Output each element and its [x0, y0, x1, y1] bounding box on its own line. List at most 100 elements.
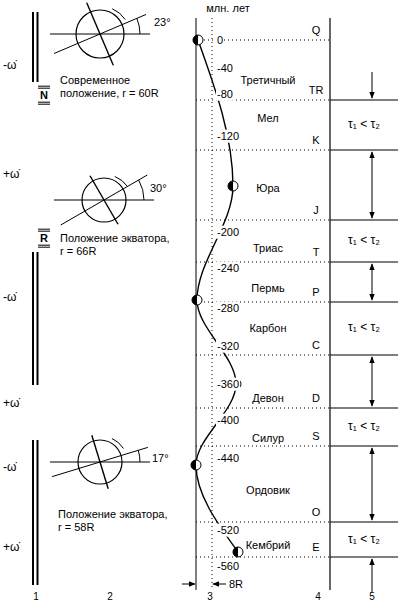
period-name: Силур — [251, 432, 285, 445]
pole-mark: R — [38, 229, 50, 248]
age-number: -280 — [216, 302, 240, 315]
width-arrow — [182, 584, 195, 585]
globe-caption: Современное положение, r = 60R — [60, 74, 172, 99]
globe-caption: Положение экватора, r = 58R — [58, 508, 170, 533]
row-line — [330, 407, 398, 408]
interval-arrow — [372, 152, 373, 218]
rotation-bar — [37, 12, 39, 82]
age-number: 0 — [216, 34, 224, 47]
column-number: 3 — [207, 591, 213, 603]
age-number: -80 — [216, 88, 234, 101]
period-letter: S — [312, 430, 319, 443]
row-line — [330, 445, 398, 446]
period-letter: Q — [312, 24, 321, 37]
period-boundary — [196, 355, 330, 356]
age-number: -120 — [216, 130, 240, 143]
period-name: Девон — [251, 392, 284, 405]
axis-line — [212, 18, 213, 590]
period-name: Пермь — [250, 282, 285, 295]
width-label: 8R — [229, 578, 243, 591]
extreme-dot — [228, 181, 233, 191]
globe-figure — [50, 3, 150, 66]
row-line — [330, 521, 398, 522]
period-boundary — [196, 557, 330, 558]
interval-arrow — [372, 264, 373, 300]
interval-note: τ₁ < τ₂ — [347, 420, 381, 434]
age-number: -40 — [216, 62, 234, 75]
rotation-sign: -ω̇ — [3, 291, 16, 305]
period-boundary — [196, 446, 330, 447]
interval-note: τ₁ < τ₂ — [347, 321, 381, 335]
column-line — [329, 18, 330, 590]
period-boundary — [196, 408, 330, 409]
age-number: -520 — [216, 524, 240, 537]
interval-note: τ₁ < τ₂ — [347, 118, 381, 132]
row-line — [330, 354, 398, 355]
row-line — [330, 301, 398, 302]
column-number: 5 — [369, 591, 375, 603]
extreme-dot — [192, 295, 197, 305]
column-number: 1 — [33, 591, 39, 603]
globe-caption: Положение экватора, r = 66R — [60, 232, 172, 257]
age-number: -360 — [216, 378, 240, 391]
period-letter: TR — [309, 84, 324, 97]
period-letter: D — [312, 392, 320, 405]
pole-mark: N — [38, 86, 50, 105]
unit-label: млн. лет — [206, 2, 249, 15]
rotation-bar — [32, 12, 34, 82]
period-name: Мел — [256, 112, 279, 125]
age-number: -440 — [216, 452, 240, 465]
rotation-bar — [37, 252, 39, 385]
age-number: -320 — [216, 340, 240, 353]
extreme-dot — [233, 547, 243, 557]
rotation-bar — [32, 440, 34, 585]
period-boundary — [196, 220, 330, 221]
period-letter: C — [312, 339, 320, 352]
extreme-dot — [191, 460, 201, 470]
interval-note: τ₁ < τ₂ — [347, 533, 381, 547]
period-letter: E — [312, 541, 319, 554]
rotation-bar — [37, 440, 39, 585]
period-boundary — [196, 522, 330, 523]
age-number: -400 — [216, 414, 240, 427]
period-name: Карбон — [248, 322, 287, 335]
tilt-angle: 23° — [154, 16, 171, 29]
extreme-dot — [192, 295, 202, 305]
column-number: 4 — [315, 591, 321, 603]
globe-figure — [54, 175, 154, 225]
period-letter: K — [312, 134, 319, 147]
tilt-angle: 30° — [150, 182, 167, 195]
interval-arrow — [372, 559, 373, 592]
column-number: 2 — [107, 591, 113, 603]
age-number: -240 — [216, 262, 240, 275]
oscillation-curve — [196, 40, 238, 552]
width-arrow — [213, 584, 226, 585]
period-name: Кембрий — [245, 539, 292, 552]
period-name: Юра — [255, 182, 280, 195]
rotation-sign: +ω̇ — [3, 397, 19, 411]
extreme-dot — [191, 460, 196, 470]
period-letter: T — [313, 246, 320, 259]
rotation-bar — [32, 252, 34, 385]
interval-arrow — [372, 357, 373, 406]
age-number: -560 — [216, 560, 240, 573]
period-name: Триас — [252, 242, 284, 255]
age-number: -200 — [216, 226, 240, 239]
rotation-sign: +ω̇ — [3, 541, 19, 555]
extreme-dot — [233, 547, 238, 557]
row-line — [330, 99, 398, 100]
rotation-sign: +ω̇ — [3, 168, 19, 182]
period-letter: P — [312, 286, 319, 299]
extreme-dot — [193, 35, 198, 45]
period-name: Третичный — [239, 74, 296, 87]
row-line — [330, 261, 398, 262]
rotation-sign: -ω̇ — [3, 59, 16, 73]
interval-note: τ₁ < τ₂ — [347, 234, 381, 248]
extreme-dot — [193, 35, 203, 45]
extreme-dot — [228, 181, 238, 191]
row-line — [330, 556, 398, 557]
tilt-angle: 17° — [152, 452, 169, 465]
period-letter: O — [312, 506, 321, 519]
period-name: Ордовик — [245, 484, 291, 497]
